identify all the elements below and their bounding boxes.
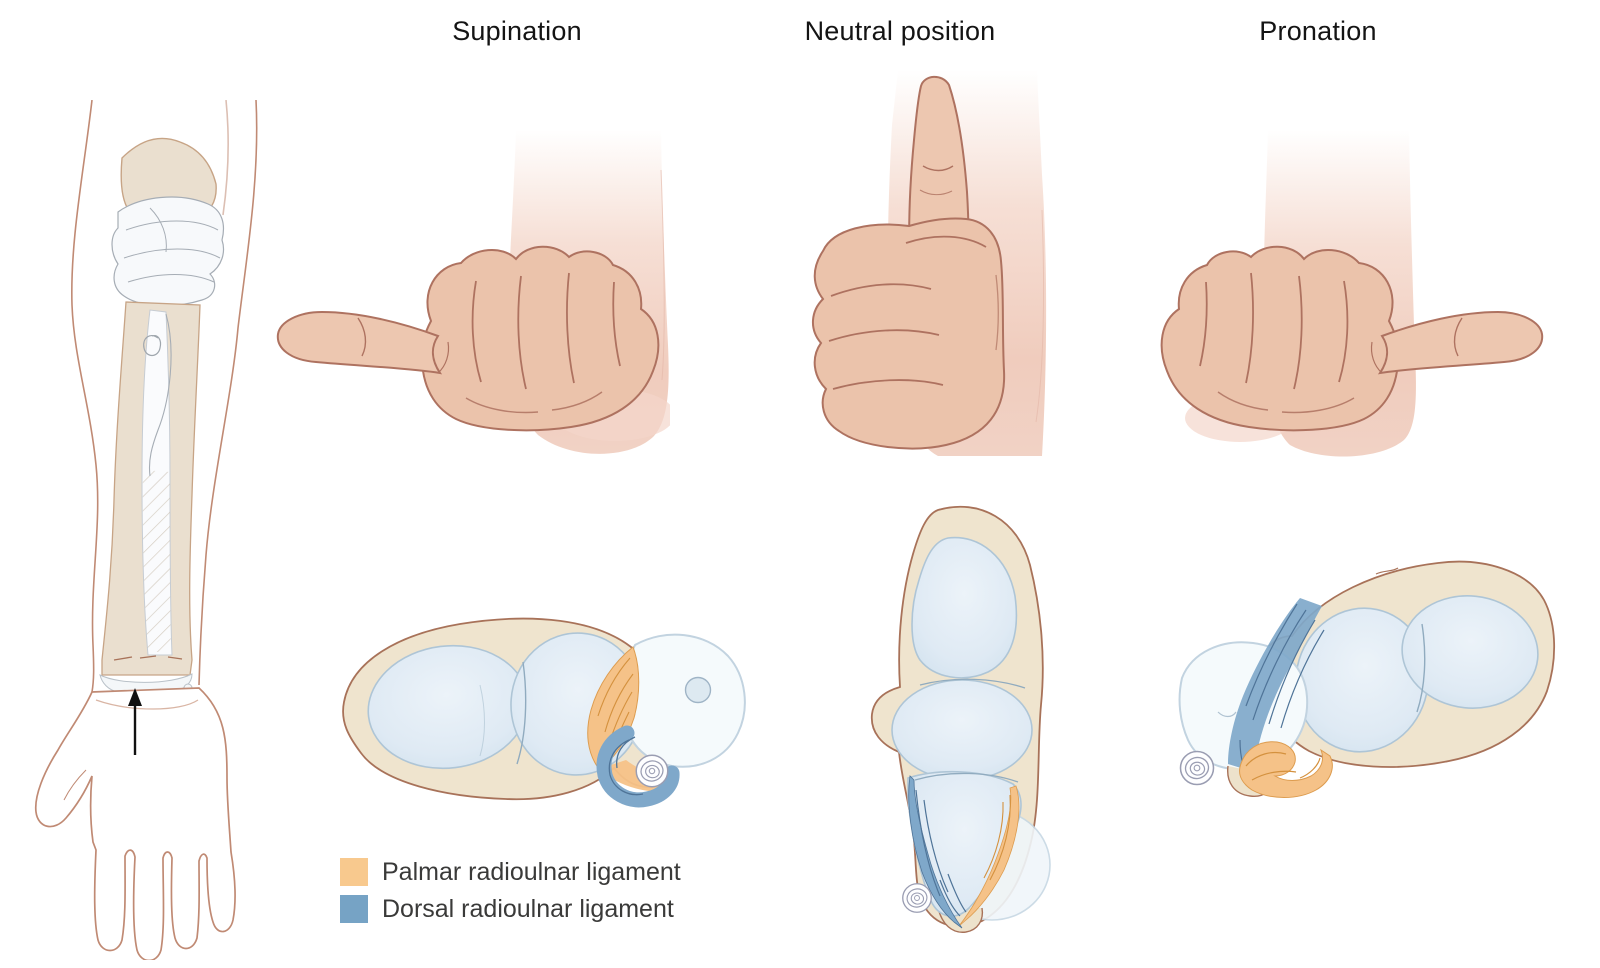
legend: Palmar radioulnar ligament Dorsal radiou… xyxy=(340,858,681,923)
hand-supination-illustration xyxy=(276,130,670,454)
cross-section-supination xyxy=(342,617,746,808)
cartilage-facet xyxy=(911,536,1018,679)
palmar-ligament xyxy=(1239,741,1333,798)
column-title-supination: Supination xyxy=(452,16,582,46)
fist xyxy=(420,245,660,432)
ecu-tendon-coil xyxy=(635,754,669,788)
legend-item-palmar: Palmar radioulnar ligament xyxy=(340,858,681,886)
legend-label-dorsal: Dorsal radioulnar ligament xyxy=(382,895,674,923)
elbow-capsule xyxy=(111,196,225,307)
ulnar-head xyxy=(622,633,746,768)
dorsal-ligament xyxy=(596,725,680,808)
cross-section-pronation xyxy=(1178,560,1556,798)
fist xyxy=(812,217,1006,450)
dorsal-ligament xyxy=(908,775,967,929)
cartilage-facet xyxy=(891,679,1033,781)
interosseous-membrane xyxy=(141,309,173,656)
fist xyxy=(1160,245,1400,432)
legend-item-dorsal: Dorsal radioulnar ligament xyxy=(340,895,681,923)
dorsal-ligament-swatch xyxy=(340,895,368,923)
ecu-tendon-coil xyxy=(1179,750,1215,786)
column-title-pronation: Pronation xyxy=(1259,16,1377,46)
legend-label-palmar: Palmar radioulnar ligament xyxy=(382,858,681,886)
column-title-neutral: Neutral position xyxy=(804,16,996,46)
thumb xyxy=(1370,310,1544,375)
cross-section-neutral xyxy=(870,505,1051,933)
thumb xyxy=(276,310,450,375)
palmar-ligament-swatch xyxy=(340,858,368,886)
forearm-overview-illustration xyxy=(34,100,258,960)
cartilage-facet xyxy=(1401,595,1539,709)
hand-pronation-illustration xyxy=(1160,130,1544,457)
ecu-tendon-coil xyxy=(902,883,932,913)
hand-neutral-illustration xyxy=(812,70,1047,456)
open-hand-outline xyxy=(34,687,236,960)
arm-outline xyxy=(71,100,258,693)
view-direction-arrow-icon xyxy=(128,688,142,755)
